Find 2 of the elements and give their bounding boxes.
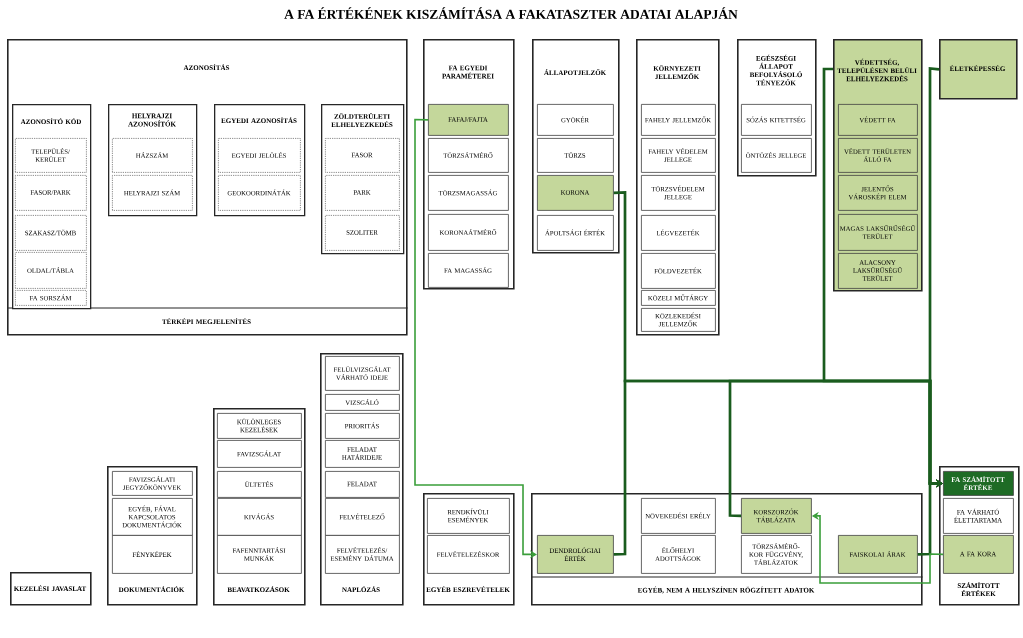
title: A FA ÉRTÉKÉNEK KISZÁMÍTÁSA A FAKATASZTER ADATAI ALAPJÁN bbox=[284, 7, 738, 19]
arrow bbox=[917, 479, 943, 556]
